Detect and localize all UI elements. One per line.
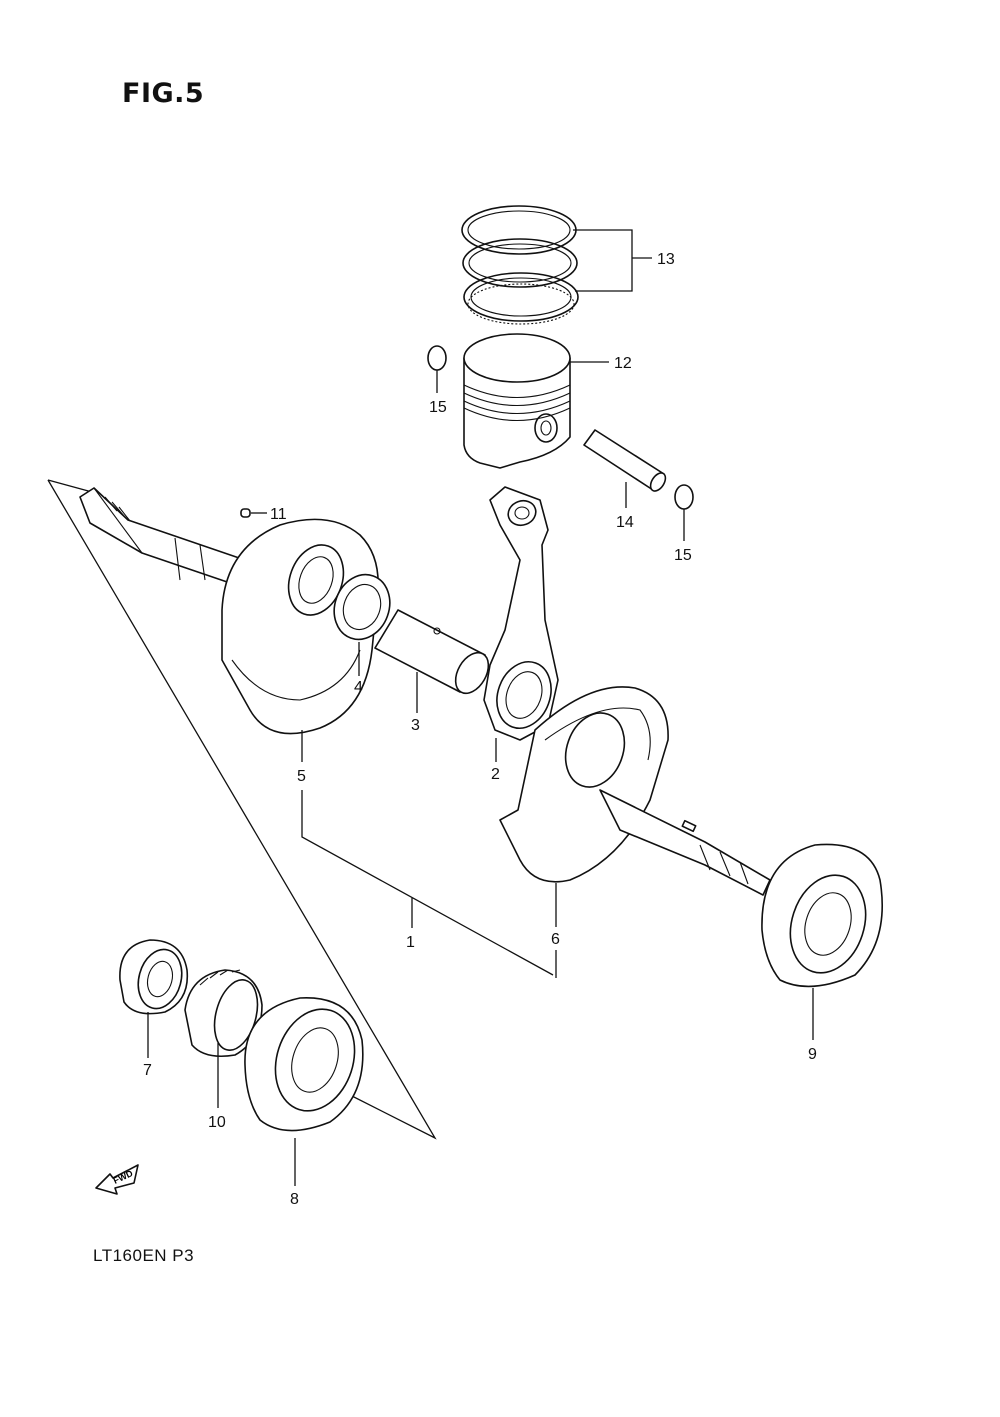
callout-labels: 13 12 15 14 15 11 4 3 2 5 1 6 9 7 10 8 xyxy=(143,251,817,1208)
needle-bearing xyxy=(333,573,391,641)
callout-5: 5 xyxy=(297,768,306,785)
leader-lines xyxy=(147,229,814,1186)
callout-14: 14 xyxy=(616,514,634,531)
callout-15b: 15 xyxy=(674,547,692,564)
forward-direction-arrow: FWD xyxy=(95,1164,139,1195)
callout-15a: 15 xyxy=(429,399,447,416)
ball-bearing-small xyxy=(119,939,189,1015)
ball-bearing-large xyxy=(244,997,364,1132)
callout-2: 2 xyxy=(491,766,500,783)
timing-gear xyxy=(184,969,263,1058)
callout-7: 7 xyxy=(143,1062,152,1079)
ball-bearing-right xyxy=(761,843,883,988)
callout-12: 12 xyxy=(614,355,632,372)
callout-11: 11 xyxy=(270,506,287,523)
callout-10: 10 xyxy=(208,1114,226,1131)
callout-3: 3 xyxy=(411,717,420,734)
connecting-rod xyxy=(483,486,559,741)
callout-8: 8 xyxy=(290,1191,299,1208)
piston-pin xyxy=(583,429,667,492)
woodruff-key xyxy=(240,508,251,518)
figure-title: FIG.5 xyxy=(122,78,205,109)
crank-web-left xyxy=(221,518,379,735)
callout-1: 1 xyxy=(406,934,415,951)
piston xyxy=(463,333,571,469)
callout-9: 9 xyxy=(808,1046,817,1063)
callout-6: 6 xyxy=(551,931,560,948)
callout-4: 4 xyxy=(354,679,363,696)
crank-pin xyxy=(374,609,490,695)
assembly-guide-line xyxy=(47,479,437,1140)
crankshaft-right-shaft xyxy=(599,789,771,896)
crankshaft-left-shaft xyxy=(79,487,246,586)
callout-13: 13 xyxy=(657,251,675,268)
piston-pin-clip-left xyxy=(427,345,447,371)
piston-pin-clip-right xyxy=(674,484,694,510)
piston-ring-set xyxy=(461,205,579,325)
model-code: LT160EN P3 xyxy=(93,1246,195,1265)
